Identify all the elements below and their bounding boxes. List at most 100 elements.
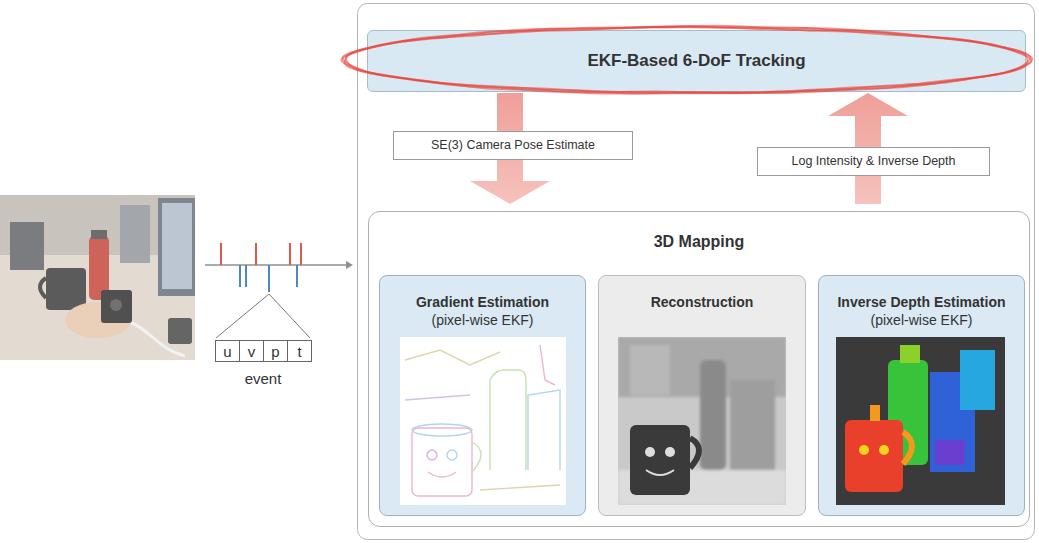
blur-desk: [618, 470, 786, 505]
depth-region: [888, 360, 928, 465]
zoom-leader: [269, 294, 310, 338]
photo-monitor: [158, 198, 195, 296]
label-text: event: [245, 370, 282, 387]
scribble-stroke: [343, 27, 1031, 93]
label-text: t: [297, 343, 301, 360]
photo-screen: [162, 203, 192, 289]
blur-object: [730, 380, 775, 470]
scribble-stroke: [346, 27, 1033, 94]
positive-event: [289, 243, 291, 265]
mapping-panel: 3D MappingGradient Estimation(pixel-wise…: [368, 211, 1030, 527]
node-title: Gradient Estimation: [416, 293, 549, 311]
gradient-stroke: [412, 424, 472, 436]
reconstructed-detail: [645, 447, 655, 457]
node-title: Reconstruction: [651, 293, 754, 311]
gradient-stroke: [540, 345, 555, 385]
photo-object: [10, 222, 44, 270]
event-field: v: [239, 340, 264, 362]
node-title: EKF-Based 6-DoF Tracking: [587, 50, 805, 72]
photo-lens: [110, 299, 122, 311]
event-field: t: [287, 340, 312, 362]
depth-mug: [845, 420, 903, 492]
inverse-depth-image: [836, 337, 1005, 505]
negative-event: [245, 265, 247, 287]
reconstructed-mug: [630, 425, 690, 495]
label-text: v: [248, 343, 256, 360]
photo-object: [120, 205, 150, 263]
module-box: Gradient Estimation(pixel-wise EKF): [379, 275, 586, 516]
negative-event: [239, 265, 241, 287]
photo-device: [168, 318, 192, 344]
image-ground: [836, 337, 1005, 505]
photo-fade: [0, 195, 195, 360]
negative-event: [268, 265, 270, 292]
reconstructed-detail: [646, 470, 674, 475]
node-subtitle: (pixel-wise EKF): [432, 311, 534, 329]
gradient-stroke: [490, 370, 526, 470]
gradient-stroke: [447, 450, 457, 460]
gradient-stroke: [528, 390, 560, 470]
depth-region: [935, 440, 965, 465]
flow-label-box: Log Intensity & Inverse Depth: [757, 147, 990, 176]
image-ground: [618, 337, 786, 505]
gradient-stroke: [405, 350, 500, 365]
depth-detail: [859, 445, 869, 455]
camera-photo: [0, 195, 195, 360]
blur-bottle: [700, 360, 726, 470]
event-field: p: [263, 340, 288, 362]
reconstructed-mug-handle: [690, 438, 699, 468]
gradient-stroke: [412, 428, 472, 496]
label-text: p: [271, 343, 279, 360]
time-arrowhead: [346, 261, 353, 269]
node-subtitle: (pixel-wise EKF): [871, 311, 973, 329]
photo-mug: [46, 268, 86, 310]
scribble-stroke: [341, 27, 1027, 94]
reconstructed-detail: [665, 447, 675, 457]
photo-bottle-cap: [91, 230, 107, 239]
depth-region: [900, 345, 920, 363]
module-box: Inverse Depth Estimation(pixel-wise EKF): [818, 275, 1025, 516]
photo-ground: [0, 195, 195, 360]
positive-event: [220, 243, 222, 265]
tracking-band: EKF-Based 6-DoF Tracking: [367, 30, 1026, 92]
zoom-leader: [216, 294, 269, 338]
negative-event: [296, 265, 298, 287]
system-frame: [358, 4, 1035, 540]
flow-label-box: SE(3) Camera Pose Estimate: [393, 131, 633, 160]
photo-mug-handle: [40, 278, 46, 298]
gradient-stroke: [427, 450, 437, 460]
gradient-stroke: [480, 485, 560, 490]
node-title: 3D Mapping: [654, 232, 745, 253]
reconstruction-image: [618, 337, 786, 505]
node-title: Log Intensity & Inverse Depth: [792, 153, 956, 169]
highlight-scribble: [341, 26, 1032, 94]
photo-wall: [0, 195, 195, 257]
depth-region: [960, 350, 995, 410]
blur-object: [630, 345, 670, 395]
depth-region: [870, 405, 880, 421]
positive-event: [300, 243, 302, 265]
module-box: Reconstruction: [598, 275, 806, 516]
time-axis: [205, 264, 346, 266]
node-title: Inverse Depth Estimation: [837, 293, 1005, 311]
depth-mug-handle: [903, 432, 912, 464]
node-title: SE(3) Camera Pose Estimate: [431, 137, 595, 153]
photo-hand: [65, 302, 131, 338]
image-ground: [400, 337, 566, 505]
photo-desk: [0, 255, 195, 360]
gradient-stroke: [405, 395, 470, 400]
depth-detail: [879, 445, 889, 455]
photo-camera: [101, 290, 132, 323]
scribble-stroke: [345, 26, 1032, 93]
event-caption: event: [228, 367, 298, 389]
photo-cable: [130, 322, 185, 356]
event-stream: [205, 243, 353, 338]
blur-region: [618, 337, 786, 397]
event-field: u: [215, 340, 240, 362]
photo-bottle: [89, 236, 109, 300]
gradient-stroke: [428, 472, 456, 477]
gradient-stroke: [472, 442, 481, 472]
positive-event: [255, 243, 257, 265]
gradient-image: [400, 337, 566, 505]
